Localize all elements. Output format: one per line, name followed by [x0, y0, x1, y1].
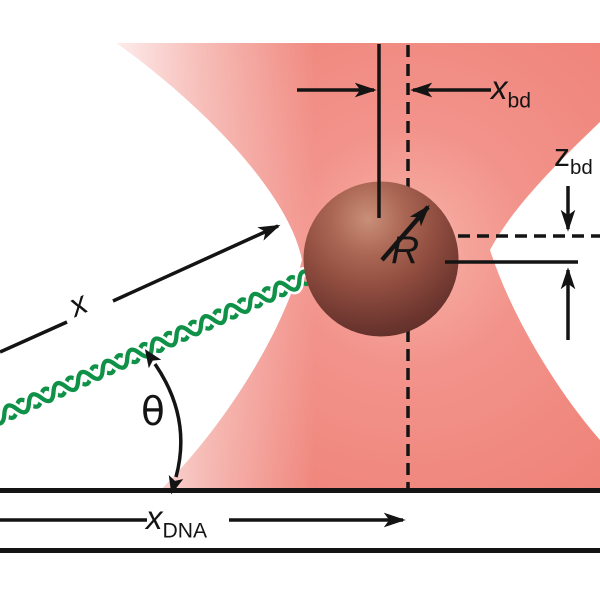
- surface-top-line: [0, 488, 600, 493]
- label-x-dna-base: x: [146, 499, 163, 536]
- extension-arrow-segment-2: [112, 224, 281, 303]
- label-x-dna: xDNA: [146, 501, 207, 542]
- bead-radius-arrow: [380, 204, 430, 262]
- label-theta-base: θ: [141, 390, 165, 435]
- extension-arrow-segment-1: [0, 320, 68, 354]
- theta-arc-arrowhead-top: [144, 349, 162, 369]
- surface-bottom-line: [0, 548, 600, 553]
- label-z-bd: zbd: [554, 139, 593, 179]
- label-x-bd: xbd: [491, 71, 531, 112]
- label-x-bd-subscript: bd: [507, 89, 531, 113]
- dna-strand-b: [0, 269, 314, 426]
- dna-helix: [0, 266, 317, 429]
- label-z-bd-base: z: [554, 137, 570, 173]
- label-bead-radius-base: R: [391, 229, 420, 272]
- label-z-bd-subscript: bd: [570, 156, 593, 180]
- label-theta-angle: θ: [141, 393, 165, 432]
- theta-angle-arc: [153, 363, 183, 478]
- label-x-dna-subscript: DNA: [162, 519, 208, 543]
- label-bead-radius: R: [391, 231, 419, 270]
- label-x-bd-base: x: [491, 69, 508, 106]
